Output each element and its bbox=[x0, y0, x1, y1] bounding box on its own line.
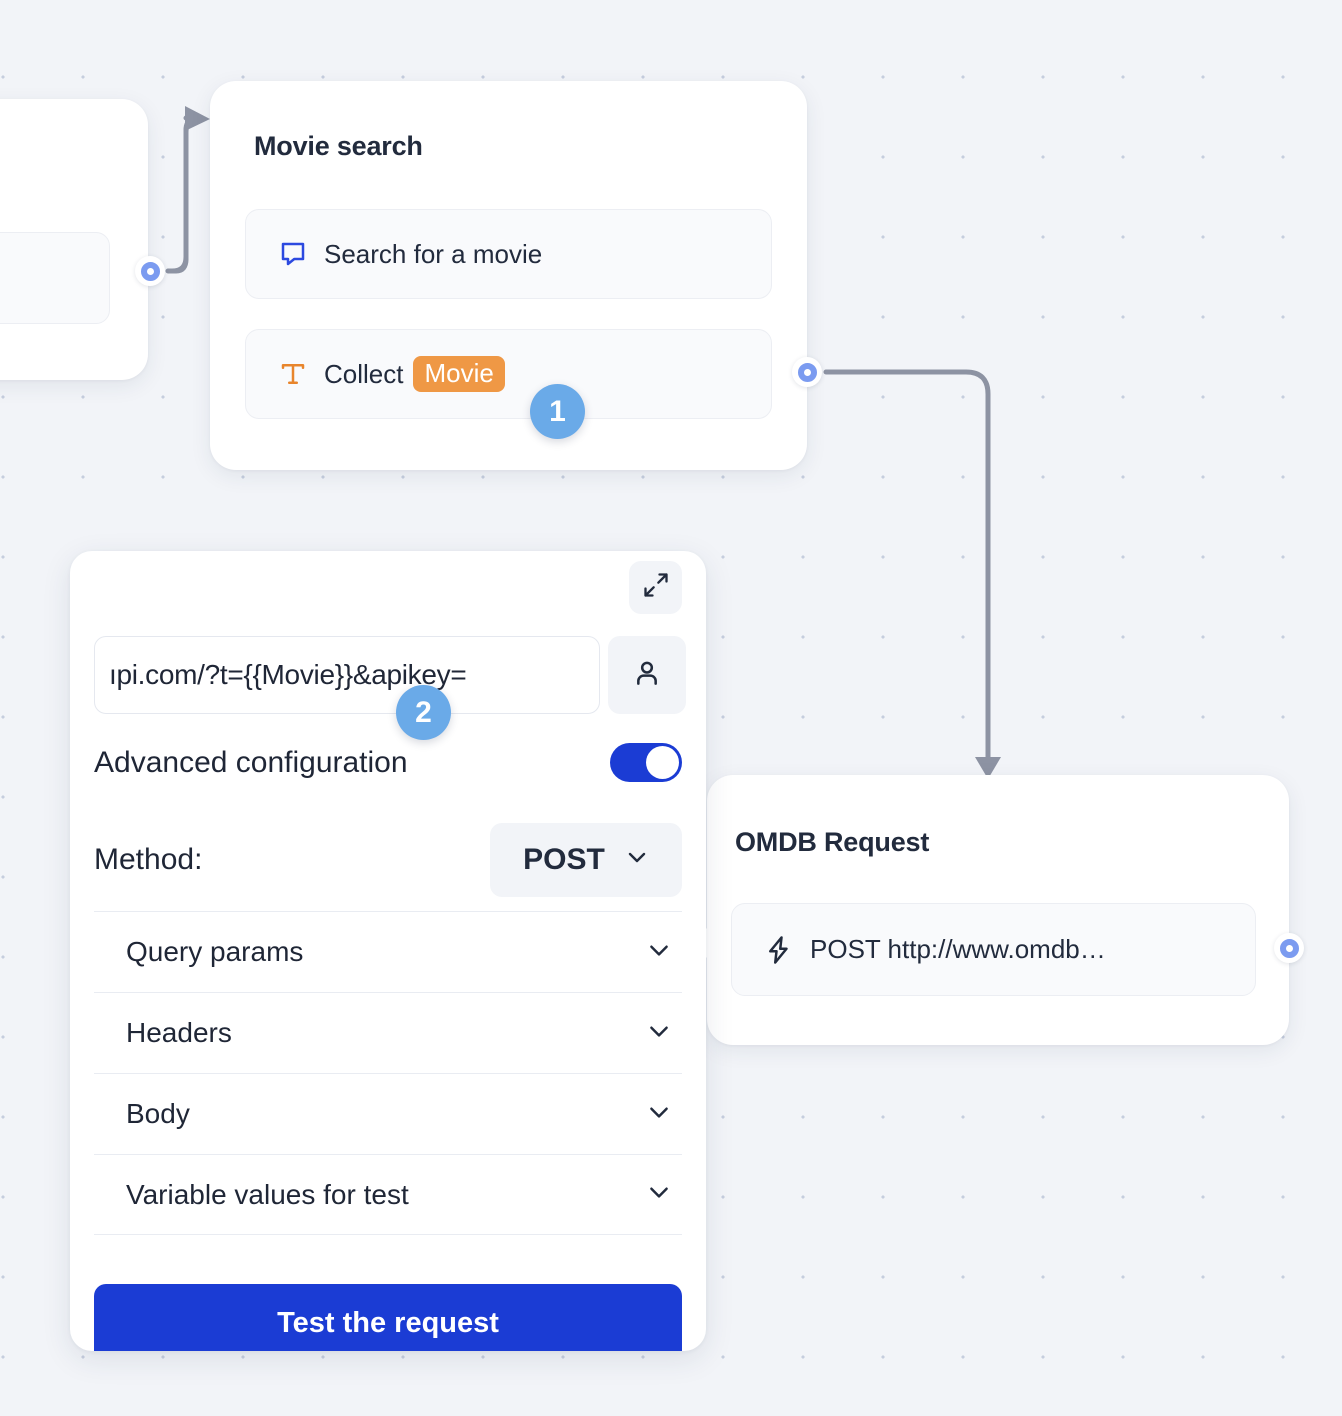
request-url-input[interactable] bbox=[94, 636, 600, 714]
accordion-label: Body bbox=[126, 1098, 190, 1129]
node-movie-search[interactable]: Movie search Search for a movie Collect … bbox=[210, 81, 807, 470]
lightning-bolt-icon bbox=[764, 935, 794, 965]
chevron-down-icon bbox=[646, 937, 672, 968]
request-configuration-panel[interactable]: Advanced configuration Method: POST Quer… bbox=[70, 551, 706, 1351]
accordion-item-body[interactable]: Body bbox=[94, 1073, 682, 1154]
accordion-label: Variable values for test bbox=[126, 1178, 409, 1210]
accordion-item-headers[interactable]: Headers bbox=[94, 992, 682, 1073]
variable-chip-movie[interactable]: Movie bbox=[413, 355, 505, 393]
node-title: Movie search bbox=[254, 131, 423, 161]
test-the-request-button[interactable]: Test the request bbox=[94, 1284, 682, 1351]
node-row-collect-movie[interactable]: Collect Movie bbox=[245, 329, 772, 419]
text-type-icon bbox=[278, 359, 308, 389]
node-omdb-request[interactable]: OMDB Request POST http://www.omdb… bbox=[707, 775, 1289, 1045]
advanced-configuration-row[interactable]: Advanced configuration bbox=[94, 743, 682, 782]
accordion-item-variable-values[interactable]: Variable values for test bbox=[94, 1154, 682, 1235]
url-auth-user-button[interactable] bbox=[608, 636, 686, 714]
step-badge-2: 2 bbox=[396, 685, 451, 740]
node-row-label: POST http://www.omdb… bbox=[810, 934, 1106, 964]
expand-diagonal-icon bbox=[642, 571, 670, 604]
url-row[interactable] bbox=[94, 636, 686, 714]
advanced-configuration-label: Advanced configuration bbox=[94, 745, 408, 779]
accordion-label: Headers bbox=[126, 1017, 232, 1048]
node-row-label: Search for a movie bbox=[324, 238, 543, 269]
chevron-down-icon bbox=[646, 1179, 672, 1210]
chevron-down-icon bbox=[646, 1099, 672, 1130]
connector-port-offscreen-output[interactable] bbox=[135, 256, 165, 286]
node-row-search-for-a-movie[interactable]: Search for a movie bbox=[245, 209, 772, 299]
step-badge-1: 1 bbox=[530, 384, 585, 439]
method-value: POST bbox=[523, 843, 605, 876]
collect-label: Collect bbox=[324, 358, 404, 389]
accordion-label: Query params bbox=[126, 936, 304, 967]
method-label: Method: bbox=[94, 843, 203, 876]
partial-node-offscreen[interactable] bbox=[0, 99, 148, 380]
expand-panel-button[interactable] bbox=[629, 561, 682, 614]
connector-port-movie-search-output[interactable] bbox=[792, 357, 822, 387]
chevron-down-icon bbox=[625, 843, 649, 877]
node-row[interactable] bbox=[0, 232, 110, 324]
chat-bubble-icon bbox=[278, 239, 308, 269]
node-row-label: Collect Movie bbox=[324, 355, 505, 393]
advanced-configuration-toggle[interactable] bbox=[610, 743, 682, 782]
node-title: OMDB Request bbox=[735, 827, 930, 857]
connector-port-omdb-output[interactable] bbox=[1274, 933, 1304, 963]
accordion-item-query-params[interactable]: Query params bbox=[94, 911, 682, 992]
method-row: Method: POST bbox=[94, 823, 682, 897]
node-row-post-request[interactable]: POST http://www.omdb… bbox=[731, 903, 1256, 996]
request-accordion: Query params Headers Body Variable value… bbox=[94, 911, 682, 1235]
method-select[interactable]: POST bbox=[490, 823, 682, 897]
chevron-down-icon bbox=[646, 1018, 672, 1049]
panel-callout-tail bbox=[704, 926, 721, 960]
person-icon bbox=[631, 657, 663, 694]
